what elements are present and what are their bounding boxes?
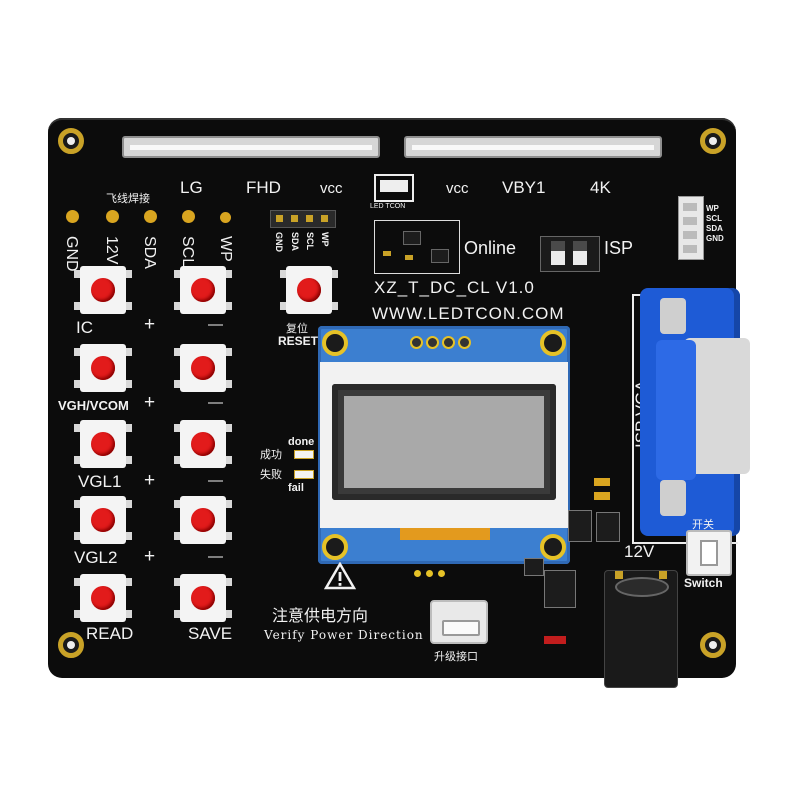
pad-wp [220, 212, 231, 223]
vga-connector[interactable] [640, 288, 750, 536]
pad-label-12v: 12V [103, 236, 120, 265]
dip-switch[interactable] [540, 236, 600, 272]
label-vgh-plus: + [144, 392, 156, 413]
warning-text-cn: 注意供电方向 [272, 608, 369, 625]
header-pin-scl: SCL [305, 232, 315, 250]
led-tcon-logo-icon: LED TCON [370, 172, 420, 212]
label-vgl1-minus: — [208, 472, 223, 489]
label-save: SAVE [188, 624, 233, 643]
oled-glass [320, 362, 568, 528]
side-pin-scl: SCL [706, 214, 722, 223]
board-model: XZ_T_DC_CL V1.0 [374, 278, 535, 297]
ic-plus-button[interactable] [72, 262, 134, 318]
pad-12v [106, 210, 119, 223]
oled-flex-cable [400, 528, 490, 540]
pad-label-wp: WP [217, 236, 234, 262]
component-block [568, 510, 592, 542]
reset-button[interactable] [278, 262, 340, 318]
vgl1-minus-button[interactable] [172, 416, 234, 472]
status-done-en: done [288, 436, 315, 448]
capacitor-small-2 [594, 492, 610, 500]
connector-label-vcc-left: vcc [320, 180, 343, 197]
pads-header: 飞线焊接 [106, 193, 150, 205]
vgl1-plus-button[interactable] [72, 416, 134, 472]
label-read: READ [86, 624, 134, 643]
pad-gnd [66, 210, 79, 223]
logo-text: LED TCON [370, 203, 406, 210]
capacitor-small [594, 478, 610, 486]
header-pin-sda: SDA [290, 232, 300, 252]
save-button[interactable] [172, 570, 234, 626]
vgl2-minus-button[interactable] [172, 492, 234, 548]
pad-label-sda: SDA [141, 236, 158, 269]
side-pin-wp: WP [706, 204, 719, 213]
oled-screen [332, 384, 556, 500]
switch-label-en: Switch [684, 576, 723, 590]
oled-mount-hole-tr [540, 330, 566, 356]
oled-mount-hole-tl [322, 330, 348, 356]
label-vgl2: VGL2 [74, 548, 118, 567]
connector-label-lg: LG [180, 178, 203, 197]
read-button[interactable] [72, 570, 134, 626]
reset-label-en: RESET [278, 334, 319, 348]
connector-label-vcc-right: vcc [446, 180, 469, 197]
oled-mount-hole-bl [322, 534, 348, 560]
regulator-block [374, 220, 460, 274]
warning-text-en: Verify Power Direction [264, 628, 424, 642]
label-vgl1-plus: + [144, 470, 156, 491]
label-ic: IC [76, 318, 93, 337]
mosfet [596, 512, 620, 542]
inductor [524, 558, 544, 576]
board-website: WWW.LEDTCON.COM [372, 304, 565, 323]
header-pin-gnd: GND [274, 232, 284, 252]
mounting-hole-top-left [58, 128, 84, 154]
power-label: 12V [624, 542, 655, 561]
header-pin-wp: WP [320, 232, 330, 247]
mounting-hole-bottom-right [700, 632, 726, 658]
isp-label: ISP [604, 238, 634, 258]
warning-icon [323, 561, 357, 590]
label-vgl1: VGL1 [78, 472, 122, 491]
connector-label-4k: 4K [590, 178, 611, 197]
connector-label-vby1: VBY1 [502, 178, 546, 197]
dc-power-jack[interactable] [604, 570, 678, 688]
pin-header [270, 210, 336, 228]
vgl2-plus-button[interactable] [72, 492, 134, 548]
pad-scl [182, 210, 195, 223]
pcb-board: LG FHD vcc vcc VBY1 4K LED TCON 飞线焊接 GND… [48, 118, 750, 688]
usb-port[interactable] [430, 600, 488, 644]
led-done [294, 450, 314, 459]
status-fail-en: fail [288, 482, 304, 494]
label-ic-plus: + [144, 314, 156, 335]
resistor-red [544, 636, 566, 644]
regulator-chip [544, 570, 576, 608]
pad-sda [144, 210, 157, 223]
label-vgh-minus: — [208, 394, 223, 411]
power-switch[interactable] [686, 530, 732, 576]
mounting-hole-bottom-left [58, 632, 84, 658]
fpc-connector-right [404, 136, 662, 158]
led-fail [294, 470, 314, 479]
side-pin-gnd: GND [706, 234, 724, 243]
side-connector [678, 196, 704, 260]
ic-minus-button[interactable] [172, 262, 234, 318]
label-vgh: VGH/VCOM [58, 398, 129, 413]
vgh-plus-button[interactable] [72, 340, 134, 396]
status-fail-cn: 失败 [260, 469, 282, 481]
usb-label: 升级接口 [434, 651, 478, 663]
fpc-connector-left [122, 136, 380, 158]
online-label: Online [464, 238, 517, 258]
oled-module [318, 326, 570, 564]
side-pin-sda: SDA [706, 224, 723, 233]
label-vgl2-plus: + [144, 546, 156, 567]
oled-mount-hole-br [540, 534, 566, 560]
reset-label-cn: 复位 [286, 323, 308, 335]
label-ic-minus: — [208, 316, 223, 333]
status-done-cn: 成功 [260, 449, 282, 461]
switch-label-cn: 开关 [692, 519, 714, 531]
label-vgl2-minus: — [208, 548, 223, 565]
connector-label-fhd: FHD [246, 178, 281, 197]
mounting-hole-top-right [700, 128, 726, 154]
vgh-minus-button[interactable] [172, 340, 234, 396]
